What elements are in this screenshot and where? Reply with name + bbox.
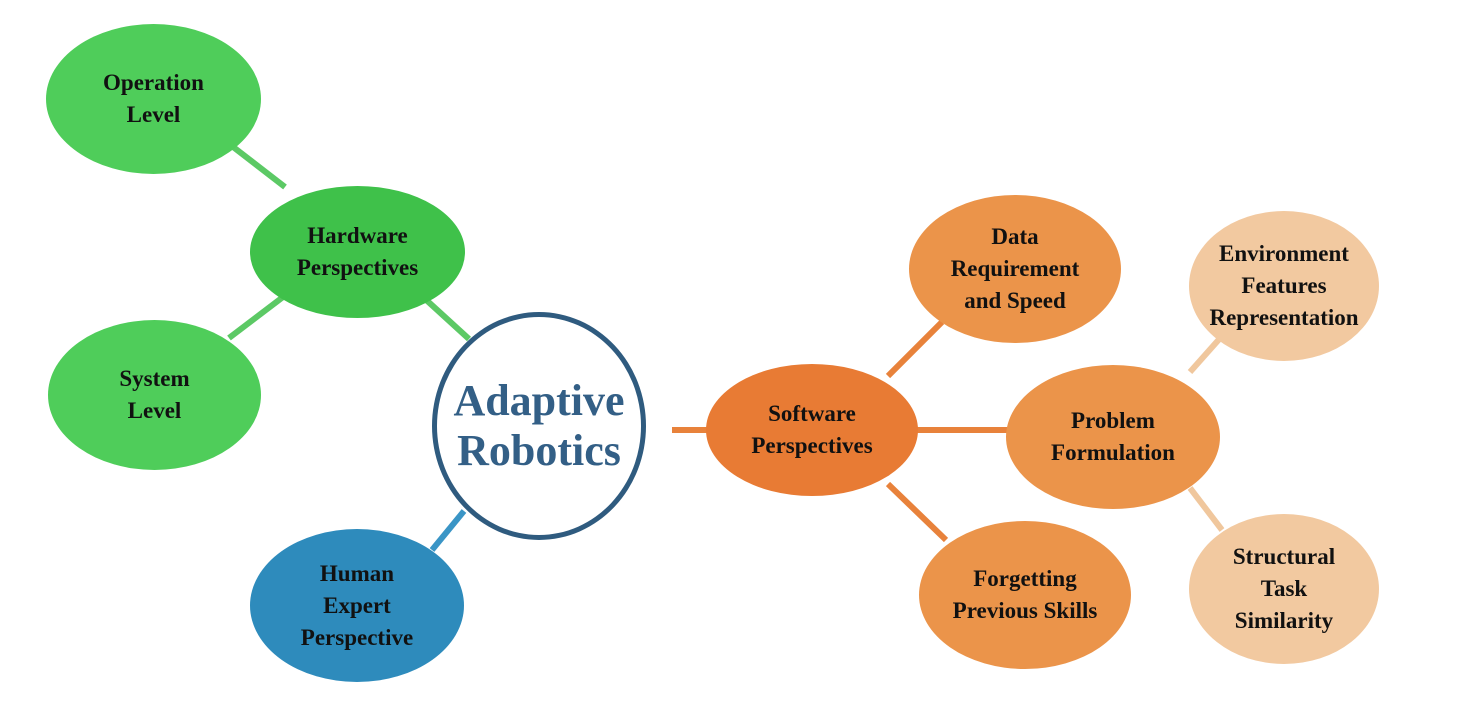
data-requirement-label: Data Requirement and Speed — [951, 221, 1080, 317]
problem-line-1: Problem — [1071, 408, 1155, 433]
operation-level-node: Operation Level — [46, 24, 261, 174]
forgetting-line-2: Previous Skills — [952, 598, 1098, 623]
system-level-node: System Level — [48, 320, 261, 470]
environment-line-1: Environment — [1219, 241, 1349, 266]
software-perspectives-label: Software Perspectives — [751, 398, 872, 462]
system-level-line-1: System — [119, 366, 190, 391]
software-line-1: Software — [768, 401, 856, 426]
hardware-perspectives-node: Hardware Perspectives — [250, 186, 465, 318]
center-line-1: Adaptive — [453, 376, 625, 425]
problem-formulation-node: Problem Formulation — [1006, 365, 1220, 509]
structural-line-2: Task — [1260, 576, 1308, 601]
connector-software-forgetting — [885, 481, 949, 543]
human-line-3: Perspective — [300, 624, 414, 650]
connector-center-human — [429, 509, 467, 552]
forgetting-line-1: Forgetting — [973, 566, 1077, 591]
adaptive-robotics-center-node: Adaptive Robotics — [432, 312, 646, 540]
hardware-perspectives-label: Hardware Perspectives — [297, 220, 418, 284]
human-line-2: Expert — [323, 592, 391, 618]
hardware-line-2: Perspectives — [296, 255, 419, 280]
environment-line-3: Representation — [1209, 305, 1359, 330]
forgetting-previous-skills-node: Forgetting Previous Skills — [919, 521, 1131, 669]
problem-line-2: Formulation — [1051, 440, 1175, 465]
operation-level-line-2: Level — [126, 102, 181, 127]
connector-hardware-center — [420, 294, 472, 342]
environment-features-node: Environment Features Representation — [1189, 211, 1379, 361]
connector-software-data — [885, 319, 945, 379]
hardware-line-1: Hardware — [307, 223, 408, 248]
structural-line-3: Similarity — [1234, 608, 1334, 633]
structural-line-1: Structural — [1232, 544, 1336, 569]
data-line-3: and Speed — [964, 288, 1066, 313]
data-requirement-node: Data Requirement and Speed — [909, 195, 1121, 343]
system-level-line-2: Level — [127, 398, 182, 423]
human-expert-perspective-node: Human Expert Perspective — [250, 529, 464, 682]
connector-problem-environment — [1187, 334, 1225, 374]
structural-similarity-label: Structural Task Similarity — [1233, 541, 1335, 637]
structural-task-similarity-node: Structural Task Similarity — [1189, 514, 1379, 664]
environment-features-label: Environment Features Representation — [1209, 238, 1358, 334]
data-line-1: Data — [991, 224, 1039, 249]
data-line-2: Requirement — [950, 256, 1080, 281]
system-level-label: System Level — [119, 363, 189, 427]
connector-problem-structural — [1187, 486, 1225, 532]
problem-formulation-label: Problem Formulation — [1051, 405, 1175, 469]
forgetting-label: Forgetting Previous Skills — [953, 563, 1098, 627]
human-expert-label: Human Expert Perspective — [301, 558, 413, 654]
operation-level-label: Operation Level — [103, 67, 204, 131]
software-line-2: Perspectives — [751, 433, 873, 458]
connector-operation-hardware — [226, 140, 287, 190]
connector-hardware-system — [227, 294, 285, 341]
center-line-2: Robotics — [457, 426, 621, 475]
environment-line-2: Features — [1241, 273, 1327, 298]
human-line-1: Human — [319, 560, 395, 586]
software-perspectives-node: Software Perspectives — [706, 364, 918, 496]
adaptive-robotics-title: Adaptive Robotics — [453, 376, 624, 476]
operation-level-line-1: Operation — [103, 70, 204, 95]
